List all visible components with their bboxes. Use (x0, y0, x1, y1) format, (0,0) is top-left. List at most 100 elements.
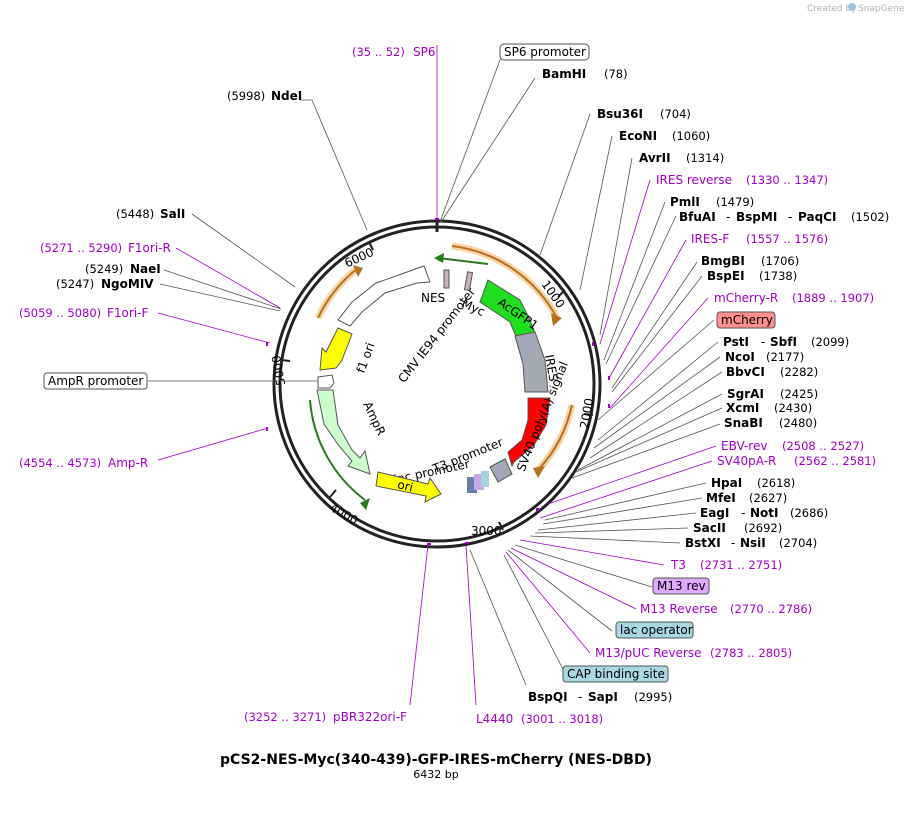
econi-pos: (1060) (672, 129, 710, 143)
m13reverse-name: M13 Reverse (640, 602, 718, 616)
bstxi-pos: (2704) (779, 536, 817, 550)
m13puc-pos: (2783 .. 2805) (710, 646, 792, 660)
f1ori-feature (319, 327, 353, 371)
leader-m13reverse (510, 547, 637, 610)
bamhi-name: BamHI (542, 67, 586, 81)
iresf-pos: (1557 .. 1576) (746, 232, 828, 246)
orf-arrow-3-icon (353, 265, 363, 277)
sp6-promoter-box (499, 43, 590, 61)
avrii-pos: (1314) (686, 151, 724, 165)
bstxi-name: BstXI (685, 536, 721, 550)
leader-sv40par (539, 460, 713, 519)
primer-mark (266, 342, 268, 346)
snapgene-logo-icon (848, 3, 856, 11)
nsii-name: NsiI (740, 536, 766, 550)
tick-label-5000: 5000 (269, 354, 288, 387)
leader-sacii (534, 527, 689, 534)
orf-arc-3-line (317, 267, 359, 319)
f1orif-name: F1ori-F (107, 306, 148, 320)
leader-m13rev (514, 544, 653, 588)
mcherryr-pos: (1889 .. 1907) (792, 291, 874, 305)
leader-iresf (607, 239, 687, 381)
tick-5000 (280, 359, 291, 362)
ires-feature (514, 331, 549, 393)
psti-name: PstI (723, 335, 749, 349)
ngomiv-pos: (5247) (56, 277, 94, 291)
psti-pos: (2099) (811, 335, 849, 349)
ampr-feature (316, 389, 371, 475)
leader-bspqi (469, 549, 527, 686)
sv40par-pos: (2562 .. 2581) (794, 454, 876, 468)
sp6-promoter-label: SP6 promoter (504, 45, 586, 59)
leader-bspei (611, 275, 703, 393)
bbvci-name: BbvCI (726, 365, 765, 379)
bfuai-sep1: - (726, 210, 730, 224)
sv40-end-feature (489, 458, 513, 483)
orf-arrow-2-icon (533, 466, 545, 478)
bfuai-sep2: - (788, 210, 792, 224)
iresrev-pos: (1330 .. 1347) (746, 173, 828, 187)
snabi-name: SnaBI (724, 416, 763, 430)
iresrev-name: IRES reverse (656, 173, 732, 187)
cap-box (562, 665, 669, 683)
tick-2000 (583, 413, 594, 416)
pbr322-pos: (3252 .. 3271) (244, 710, 326, 724)
m13rev-box (652, 577, 710, 595)
bspqi-name: BspQI (528, 690, 568, 704)
ampr-promoter-feature (317, 374, 335, 389)
sgrai-pos: (2425) (780, 387, 818, 401)
bfuai-name: BfuAI (679, 210, 716, 224)
leader-lacop (507, 549, 613, 632)
primer-mark (435, 218, 439, 220)
lacop-label: lac operator (620, 623, 693, 637)
lacop-box (615, 621, 694, 639)
bspqi-pos: (2995) (634, 690, 672, 704)
leader-eagi (537, 512, 697, 531)
promoter-glyph (467, 477, 477, 493)
snabi-pos: (2480) (779, 416, 817, 430)
iresf-name: IRES-F (691, 232, 729, 246)
mfei-pos: (2627) (749, 491, 787, 505)
l4440-pos: (3001 .. 3018) (521, 712, 603, 726)
paqci-name: PaqCI (798, 210, 836, 224)
xcmi-name: XcmI (726, 401, 759, 415)
leader-iresrev (599, 179, 651, 345)
xcmi-pos: (2430) (774, 401, 812, 415)
sali-name: SalI (160, 207, 185, 221)
orf-arc-1-line (451, 245, 558, 319)
f1orif-pos: (5059 .. 5080) (19, 306, 101, 320)
promoter-cluster (467, 471, 489, 493)
orf-arrow-5-icon (434, 253, 444, 263)
leader-ndei (300, 99, 368, 231)
leader-ncoi (593, 356, 721, 449)
sp6-name: SP6 (413, 45, 436, 59)
econi-name: EcoNI (619, 129, 657, 143)
leader-m13puc (505, 551, 591, 654)
primer-mark (266, 427, 268, 431)
sapi-name: SapI (588, 690, 618, 704)
primer-mark (592, 342, 594, 346)
primer-marks (266, 218, 610, 545)
cap-label: CAP binding site (567, 667, 665, 681)
leader-ebvrev (547, 445, 717, 505)
leader-sgrai (577, 393, 723, 471)
primer-mark (608, 404, 610, 408)
leader-ampr (157, 427, 269, 461)
credit-brand: SnapGene (858, 4, 905, 14)
bspqi-sep: - (578, 690, 582, 704)
leader-cap (503, 554, 567, 676)
naei-name: NaeI (130, 262, 161, 276)
leader-l4440 (465, 544, 477, 706)
tick-6000 (368, 241, 374, 251)
bfuai-pos: (1502) (851, 210, 889, 224)
sv40-feature (507, 397, 551, 468)
pbr322-name: pBR322ori-F (333, 710, 407, 724)
leader-sp6-promoter (439, 51, 511, 223)
leader-hpai (544, 482, 707, 521)
leader-bsu36i (539, 113, 591, 256)
primer-mark (427, 543, 431, 545)
leader-bmgbi (611, 261, 698, 389)
orf-arrow-1-icon (551, 313, 562, 326)
avrii-name: AvrII (639, 151, 671, 165)
ires-label: IRES (542, 353, 560, 382)
